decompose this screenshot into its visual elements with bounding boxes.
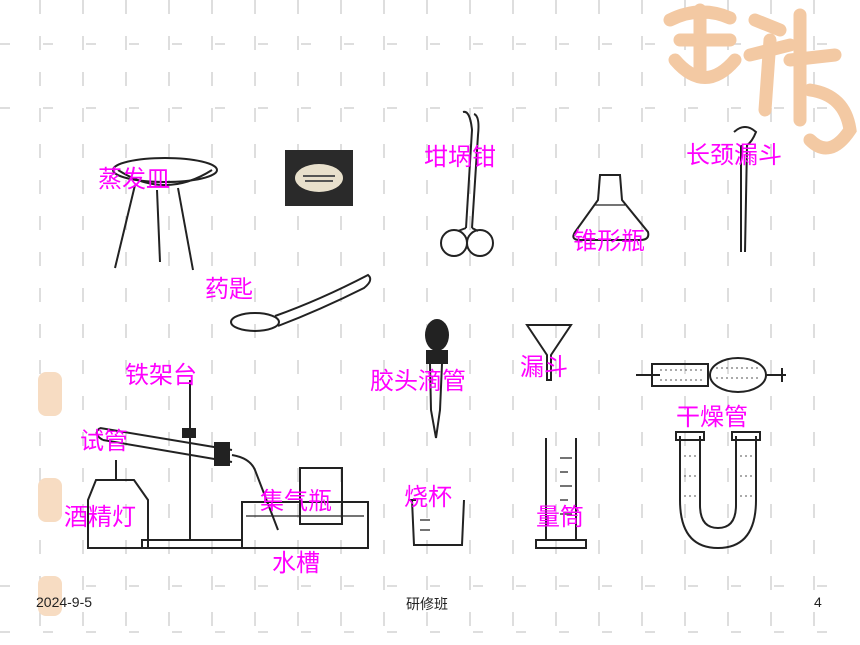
label-alcohol-lamp: 酒精灯 xyxy=(64,503,136,531)
label-beaker: 烧杯 xyxy=(404,483,452,511)
long-neck-funnel-drawing xyxy=(733,126,758,253)
label-funnel: 漏斗 xyxy=(520,353,568,381)
label-drying-tube: 干燥管 xyxy=(676,403,748,431)
water-trough-drawing xyxy=(241,467,369,549)
decorative-seal-graphic xyxy=(663,3,857,155)
alcohol-lamp-drawing xyxy=(87,460,149,549)
graduated-cylinder-drawing xyxy=(535,438,587,549)
label-iron-stand: 铁架台 xyxy=(125,361,197,389)
label-erlenmeyer-flask: 锥形瓶 xyxy=(573,227,645,255)
u-drying-tube-drawing xyxy=(675,431,761,550)
label-long-neck-funnel: 长颈漏斗 xyxy=(686,141,782,169)
label-gas-jar: 集气瓶 xyxy=(260,487,332,515)
side-seal-graphics xyxy=(38,372,62,616)
label-evaporating-dish: 蒸发皿 xyxy=(98,165,170,193)
label-test-tube: 试管 xyxy=(80,427,128,455)
funnel-drawing xyxy=(525,324,573,381)
erlenmeyer-flask-drawing xyxy=(572,174,650,241)
drying-tube-drawing xyxy=(636,357,786,393)
label-spatula: 药匙 xyxy=(205,275,253,303)
evaporating-dish-drawing xyxy=(112,157,218,271)
label-graduated-cylinder: 量筒 xyxy=(536,503,584,531)
plate-photo-drawing xyxy=(285,150,353,206)
dropper-drawing xyxy=(425,319,449,439)
label-dropper: 胶头滴管 xyxy=(370,367,466,395)
spatula-drawing xyxy=(230,273,372,332)
beaker-drawing xyxy=(408,499,465,546)
footer-center-text: 研修班 xyxy=(406,596,448,612)
label-water-trough: 水槽 xyxy=(272,549,320,577)
iron-stand-drawing xyxy=(95,380,279,549)
label-crucible-tongs: 坩埚钳 xyxy=(424,143,496,171)
crucible-tongs-drawing xyxy=(440,110,494,257)
footer-page-number: 4 xyxy=(814,594,822,610)
footer-date: 2024-9-5 xyxy=(36,594,93,610)
